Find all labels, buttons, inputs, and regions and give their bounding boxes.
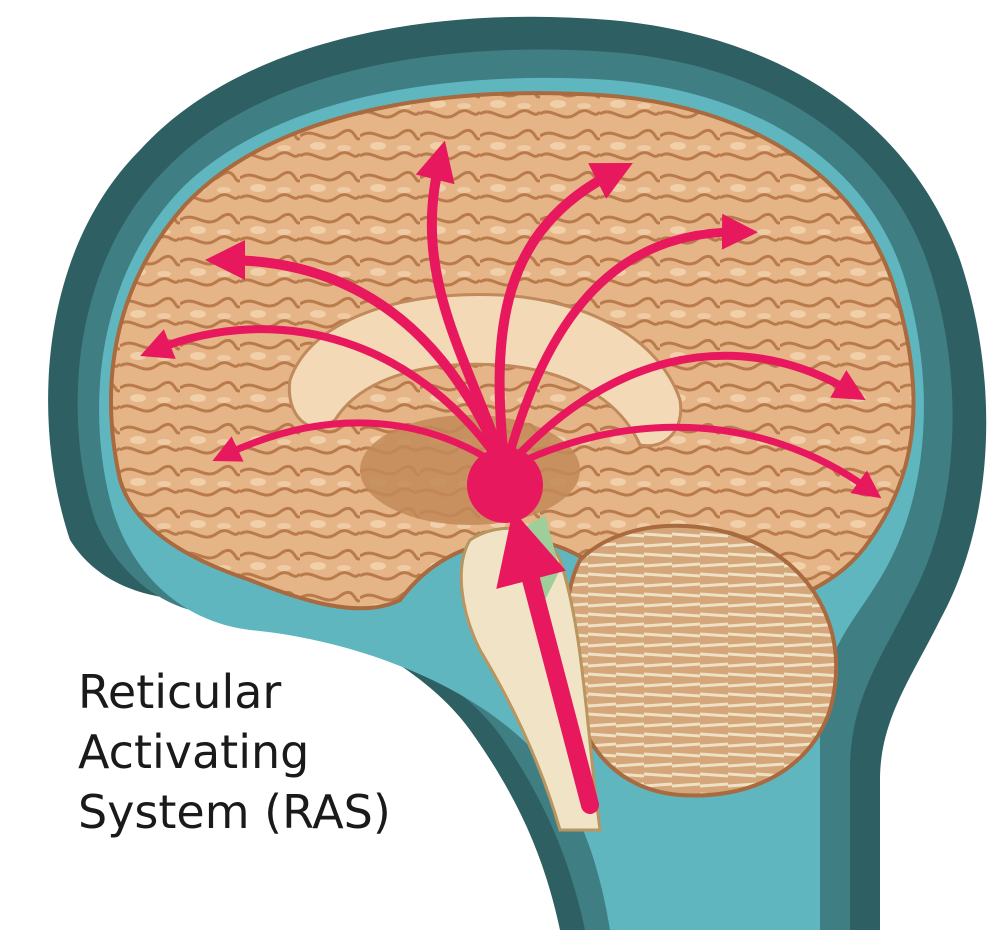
- diagram-caption: Reticular Activating System (RAS): [78, 662, 391, 842]
- caption-line-2: Activating: [78, 722, 391, 782]
- caption-line-3: System (RAS): [78, 782, 391, 842]
- ras-center-dot: [467, 447, 543, 523]
- caption-line-1: Reticular: [78, 662, 391, 722]
